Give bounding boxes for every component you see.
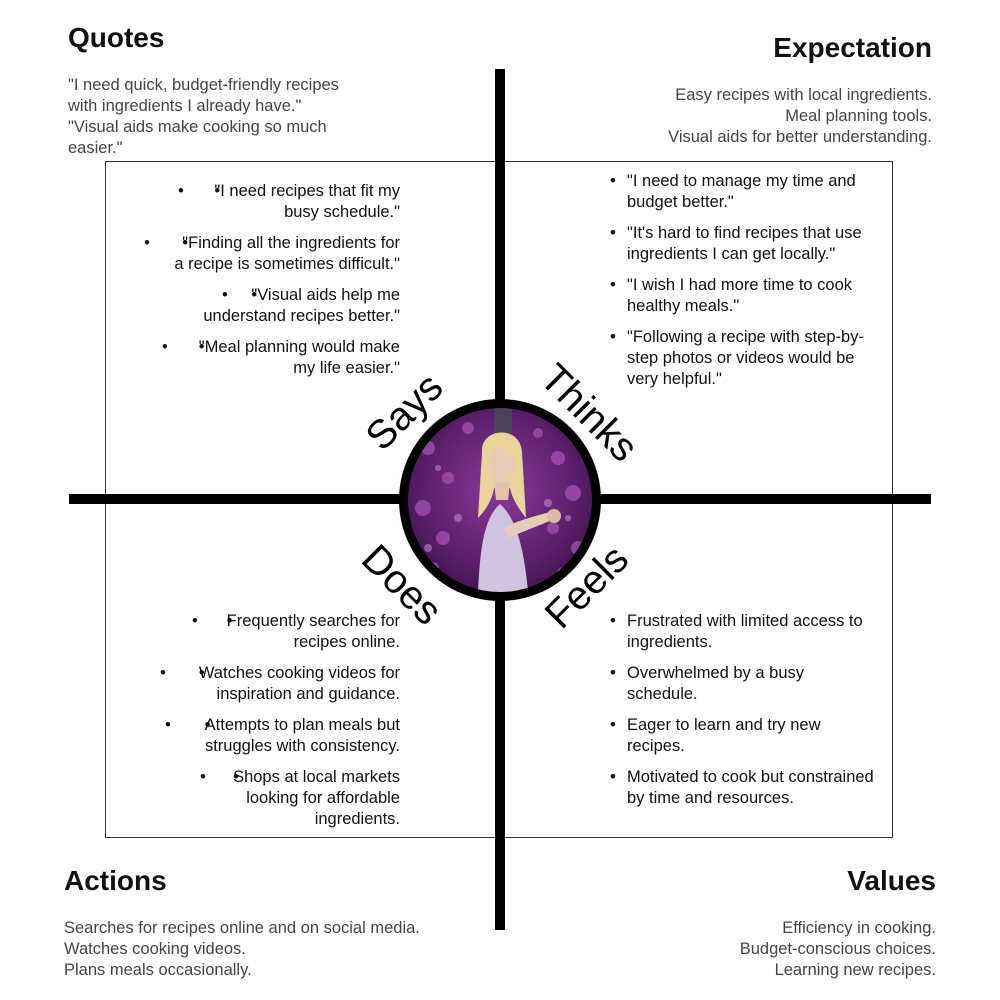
expectation-line: Meal planning tools. [785,107,932,125]
list-item: •"Meal planning would make my life easie… [130,337,400,379]
quotes-line: "I need quick, budget-friendly recipes [68,76,339,94]
list-item: Motivated to cook but constrained by tim… [610,767,875,809]
list-item: •"Finding all the ingredients for a reci… [130,233,400,275]
list-item: •"I need recipes that fit my busy schedu… [130,181,400,223]
persona-photo [408,408,592,592]
list-item: Overwhelmed by a busy schedule. [610,663,875,705]
quotes-title: Quotes [68,22,165,53]
list-item: "I wish I had more time to cook healthy … [610,275,868,317]
thinks-list: "I need to manage my time and budget bet… [610,171,868,400]
quotes-line: easier." [68,139,123,157]
list-item: Frustrated with limited access to ingred… [610,611,875,653]
values-title: Values [847,865,936,896]
values-line: Budget-conscious choices. [739,940,936,958]
expectation-title: Expectation [773,32,932,63]
avatar [399,399,601,601]
list-item: "Following a recipe with step-by-step ph… [610,327,868,390]
does-list: •Frequently searches for recipes online.… [150,611,400,840]
list-item: •"Visual aids help me understand recipes… [130,285,400,327]
list-item: •Shops at local markets looking for affo… [150,767,400,830]
quotes-line: with ingredients I already have." [68,97,302,115]
quotes-text: "I need quick, budget-friendly recipes w… [68,75,339,159]
actions-line: Searches for recipes online and on socia… [64,919,420,937]
list-item: •Frequently searches for recipes online. [150,611,400,653]
values-text: Efficiency in cooking. Budget-conscious … [740,918,936,981]
expectation-line: Easy recipes with local ingredients. [675,86,932,104]
expectation-line: Visual aids for better understanding. [668,128,932,146]
list-item: •Watches cooking videos for inspiration … [150,663,400,705]
list-item: Eager to learn and try new recipes. [610,715,875,757]
list-item: "I need to manage my time and budget bet… [610,171,868,213]
feels-list: Frustrated with limited access to ingred… [610,611,875,819]
says-list: •"I need recipes that fit my busy schedu… [130,181,400,389]
actions-line: Watches cooking videos. [64,940,246,958]
actions-line: Plans meals occasionally. [64,961,252,979]
list-item: •Attempts to plan meals but struggles wi… [150,715,400,757]
expectation-text: Easy recipes with local ingredients. Mea… [668,85,932,148]
values-line: Learning new recipes. [774,961,936,979]
values-line: Efficiency in cooking. [782,919,936,937]
quotes-line: "Visual aids make cooking so much [68,118,327,136]
list-item: "It's hard to find recipes that use ingr… [610,223,868,265]
persona-photo-image [408,408,592,592]
actions-text: Searches for recipes online and on socia… [64,918,420,981]
actions-title: Actions [64,865,167,896]
